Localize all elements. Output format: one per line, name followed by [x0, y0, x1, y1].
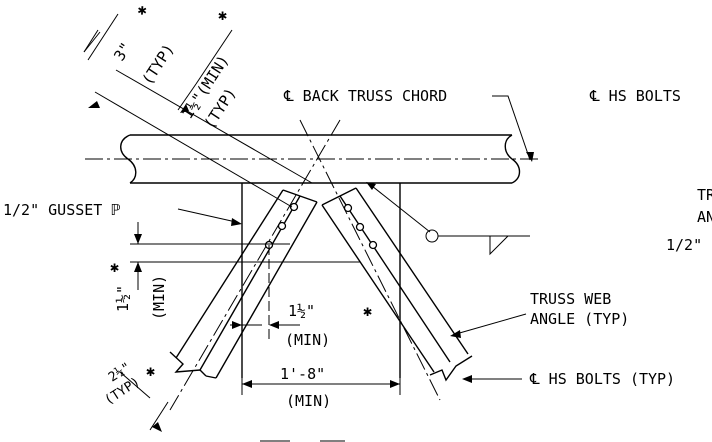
truss-web-label-2: ANGLE (TYP) — [530, 310, 629, 328]
gusset-plate-label: 1/2" GUSSET ℙ — [3, 201, 120, 219]
dim-3-label: 3" — [110, 39, 135, 64]
right-web-angle — [321, 187, 473, 382]
weld-fillet-symbol — [489, 235, 509, 256]
dim-1half-vert-min: (MIN) — [150, 275, 168, 320]
dim-1half-vert-label: 1½" — [114, 285, 132, 312]
cut-half: 1/2" — [666, 236, 702, 254]
gusset-plate — [241, 183, 401, 378]
weld-symbol-circle — [425, 229, 439, 243]
cl-back-chord-label: ℄ BACK TRUSS CHORD — [283, 87, 447, 105]
truss-web-label-1: TRUSS WEB — [530, 290, 611, 308]
truss-web-leader — [455, 313, 527, 335]
left-angle-centerline — [169, 119, 341, 411]
cut-an: AN — [697, 208, 712, 226]
cl-back-chord-leader — [492, 95, 531, 161]
asterisk-2: ✱ — [218, 6, 227, 24]
cl-hs-bolts-typ-label: ℄ HS BOLTS (TYP) — [529, 370, 675, 388]
right-angle-centerline — [299, 119, 441, 401]
vertical-dim — [130, 222, 290, 290]
gusset-leader — [177, 208, 237, 223]
right-bolts — [343, 203, 378, 250]
dim-1half-horiz-label: 1½" — [288, 302, 315, 320]
dim-1half-horiz-min: (MIN) — [285, 331, 330, 349]
asterisk-3: ✱ — [110, 258, 119, 276]
diagonal-dimension-lines — [83, 13, 313, 208]
bolt-leader — [371, 185, 431, 233]
dim-1-8-min: (MIN) — [286, 392, 331, 410]
cl-hs-bolts-top-label: ℄ HS BOLTS — [589, 87, 681, 105]
asterisk-1: ✱ — [132, 1, 152, 18]
left-web-angle — [169, 189, 318, 379]
asterisk-4: ✱ — [363, 302, 372, 320]
asterisk-5: ✱ — [146, 362, 155, 380]
cut-tr: TR — [697, 186, 712, 204]
dim-1-8-label: 1'-8" — [280, 365, 325, 383]
dim-3-typ-note: (TYP) — [138, 41, 178, 89]
